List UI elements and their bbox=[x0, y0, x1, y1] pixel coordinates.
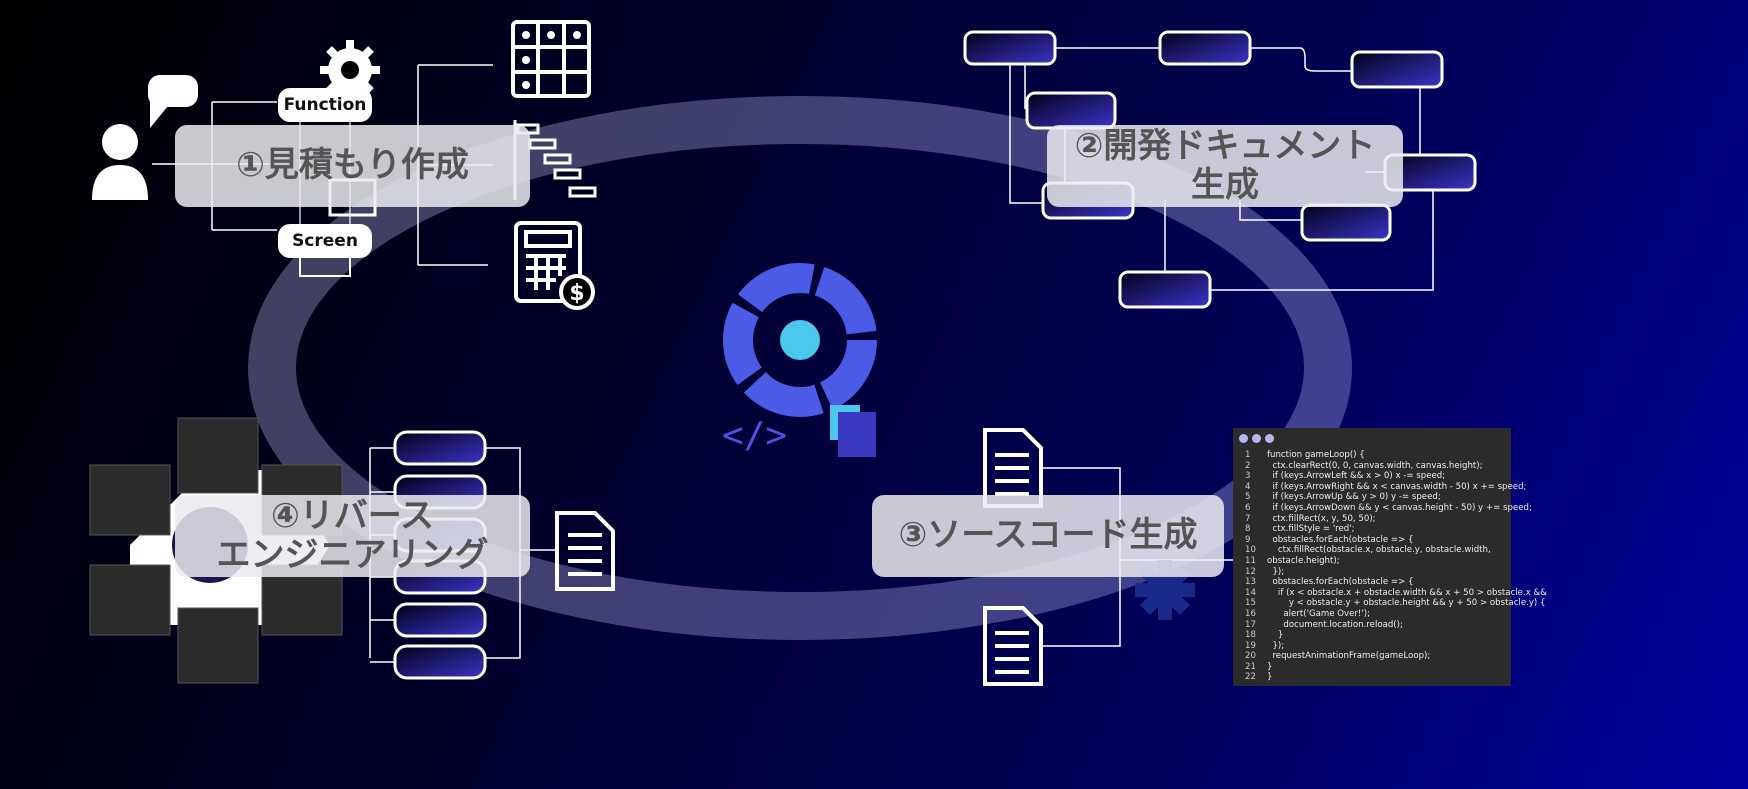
code-line: 10 ctx.fillRect(obstacle.x, obstacle.y, … bbox=[1245, 545, 1547, 556]
code-line: 9 obstacles.forEach(obstacle => { bbox=[1245, 535, 1547, 546]
label-estimate: ①見積もり作成 bbox=[175, 125, 530, 207]
code-line: 11 obstacle.height); bbox=[1245, 556, 1547, 567]
line-number: 1 bbox=[1245, 450, 1251, 460]
code-line: 12 }); bbox=[1245, 567, 1547, 578]
code-line: 7 ctx.fillRect(x, y, 50, 50); bbox=[1245, 514, 1547, 525]
code-line: 22} bbox=[1245, 672, 1547, 683]
line-number: 19 bbox=[1245, 640, 1256, 651]
code-line: 6 if (keys.ArrowDown && y < canvas.heigh… bbox=[1245, 503, 1547, 514]
line-number: 4 bbox=[1245, 481, 1251, 492]
line-text: ctx.fillStyle = 'red'; bbox=[1267, 524, 1355, 535]
user-icon bbox=[92, 75, 198, 200]
code-line: 15 y < obstacle.y + obstacle.height && y… bbox=[1245, 598, 1547, 609]
screen-pill: Screen bbox=[278, 224, 372, 258]
line-number: 6 bbox=[1245, 502, 1251, 513]
line-text: } bbox=[1267, 672, 1273, 683]
line-text: requestAnimationFrame(gameLoop); bbox=[1267, 651, 1431, 662]
line-number: 13 bbox=[1245, 577, 1256, 588]
label-reverse-text-2: エンジニアリング bbox=[216, 535, 489, 575]
line-text: if (keys.ArrowRight && x < canvas.width … bbox=[1267, 481, 1527, 492]
cycle-ring bbox=[248, 96, 1352, 640]
line-number: 5 bbox=[1245, 492, 1251, 503]
line-number: 9 bbox=[1245, 534, 1251, 545]
line-number: 12 bbox=[1245, 566, 1256, 577]
line-number: 16 bbox=[1245, 608, 1256, 619]
line-text: ctx.clearRect(0, 0, canvas.width, canvas… bbox=[1267, 460, 1483, 471]
line-text: }); bbox=[1267, 566, 1285, 577]
line-number: 17 bbox=[1245, 619, 1256, 630]
line-number: 18 bbox=[1245, 630, 1256, 641]
line-text: alert('Game Over!'); bbox=[1267, 608, 1370, 619]
line-number: 11 bbox=[1245, 555, 1256, 566]
window-dots bbox=[1239, 434, 1278, 446]
line-number: 14 bbox=[1245, 587, 1256, 598]
code-line: 16 alert('Game Over!'); bbox=[1245, 609, 1547, 620]
line-text: ctx.fillRect(obstacle.x, obstacle.y, obs… bbox=[1267, 545, 1491, 556]
code-symbol: </> bbox=[722, 415, 788, 456]
code-line: 14 if (x < obstacle.x + obstacle.width &… bbox=[1245, 588, 1547, 599]
line-text: document.location.reload(); bbox=[1267, 619, 1403, 630]
calculator-icon bbox=[514, 221, 595, 310]
label-docs: ②開発ドキュメント生成 bbox=[1047, 125, 1403, 207]
code-line: 4 if (keys.ArrowRight && x < canvas.widt… bbox=[1245, 482, 1547, 493]
line-text: }); bbox=[1267, 640, 1285, 651]
code-line: 20 requestAnimationFrame(gameLoop); bbox=[1245, 651, 1547, 662]
line-text: obstacle.height); bbox=[1267, 555, 1340, 566]
code-line: 19 }); bbox=[1245, 641, 1547, 652]
code-line: 13 obstacles.forEach(obstacle => { bbox=[1245, 577, 1547, 588]
code-line: 8 ctx.fillStyle = 'red'; bbox=[1245, 524, 1547, 535]
line-text: function gameLoop() { bbox=[1267, 450, 1365, 460]
line-text: obstacles.forEach(obstacle => { bbox=[1267, 534, 1414, 545]
table-icon bbox=[511, 20, 591, 98]
code-line: 21} bbox=[1245, 662, 1547, 673]
line-number: 7 bbox=[1245, 513, 1251, 524]
label-estimate-text: ①見積もり作成 bbox=[236, 145, 469, 186]
label-docs-text-1: ②開発ドキュメント bbox=[1074, 125, 1376, 166]
line-text: } bbox=[1267, 661, 1273, 672]
gear-icon-bottom bbox=[1135, 560, 1195, 620]
line-text: if (x < obstacle.x + obstacle.width && x… bbox=[1267, 587, 1547, 598]
line-text: } bbox=[1267, 630, 1284, 641]
line-text: if (keys.ArrowUp && y > 0) y -= speed; bbox=[1267, 492, 1441, 503]
label-source-text: ③ソースコード生成 bbox=[898, 515, 1198, 556]
code-line: 5 if (keys.ArrowUp && y > 0) y -= speed; bbox=[1245, 492, 1547, 503]
line-text: if (keys.ArrowDown && y < canvas.height … bbox=[1267, 502, 1532, 513]
line-number: 20 bbox=[1245, 651, 1256, 662]
line-number: 8 bbox=[1245, 524, 1251, 535]
line-number: 3 bbox=[1245, 471, 1251, 482]
dollar-icon: $ bbox=[569, 281, 584, 306]
code-line: 17 document.location.reload(); bbox=[1245, 620, 1547, 631]
line-number: 21 bbox=[1245, 661, 1256, 672]
line-number: 22 bbox=[1245, 672, 1256, 683]
line-text: if (keys.ArrowLeft && x > 0) x -= speed; bbox=[1267, 471, 1446, 482]
line-number: 2 bbox=[1245, 460, 1251, 471]
label-source: ③ソースコード生成 bbox=[872, 495, 1224, 577]
code-line: 1 function gameLoop() { bbox=[1245, 450, 1547, 461]
code-line: 2 ctx.clearRect(0, 0, canvas.width, canv… bbox=[1245, 461, 1547, 472]
label-reverse: ④リバースエンジニアリング bbox=[175, 495, 530, 577]
line-text: y < obstacle.y + obstacle.height && y + … bbox=[1267, 598, 1546, 609]
line-text: obstacles.forEach(obstacle => { bbox=[1267, 577, 1414, 588]
line-text: ctx.fillRect(x, y, 50, 50); bbox=[1267, 513, 1376, 524]
line-number: 15 bbox=[1245, 598, 1256, 609]
code-line: 3 if (keys.ArrowLeft && x > 0) x -= spee… bbox=[1245, 471, 1547, 482]
document-icon bbox=[555, 428, 1043, 686]
label-docs-text-2: 生成 bbox=[1191, 165, 1259, 205]
label-reverse-text-1: ④リバース bbox=[270, 495, 435, 536]
function-pill: Function bbox=[278, 88, 372, 122]
gear-icon bbox=[320, 40, 380, 100]
app-logo bbox=[723, 263, 877, 457]
code-line: 18 } bbox=[1245, 630, 1547, 641]
line-number: 10 bbox=[1245, 545, 1256, 556]
table-dots bbox=[522, 31, 581, 89]
